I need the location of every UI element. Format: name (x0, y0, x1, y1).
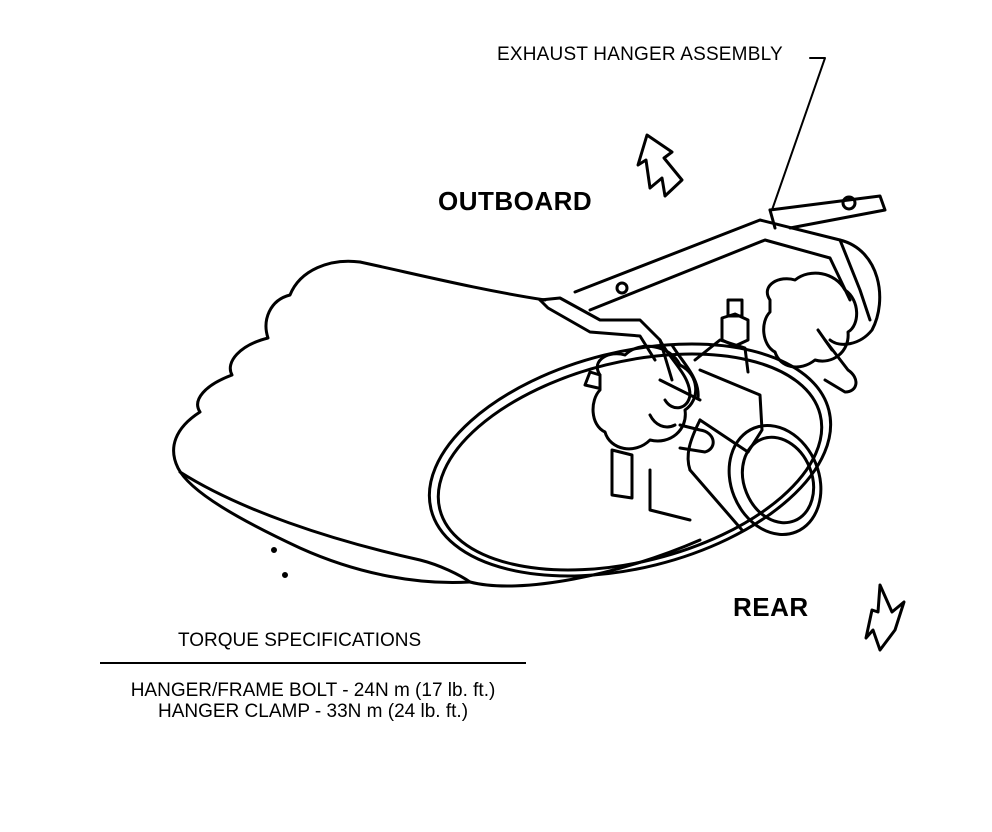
torque-divider (100, 662, 526, 664)
rear-label: REAR (733, 592, 809, 622)
hanger-rod (658, 338, 700, 410)
outboard-arrow-icon (636, 133, 684, 198)
hanger-clamp (610, 298, 764, 522)
callout-leader-line (771, 57, 826, 211)
muffler-body (172, 259, 833, 588)
right-isolator (762, 271, 859, 394)
hanger-bracket (538, 194, 887, 382)
rear-arrow-icon (864, 583, 906, 652)
exhaust-pipe (686, 418, 823, 536)
outboard-label: OUTBOARD (438, 186, 593, 216)
torque-title: TORQUE SPECIFICATIONS (178, 630, 422, 651)
left-isolator (583, 344, 715, 454)
torque-line-hanger-clamp: HANGER CLAMP - 33N m (24 lb. ft.) (157, 701, 469, 722)
exhaust-hanger-assembly-label: EXHAUST HANGER ASSEMBLY (497, 44, 783, 65)
torque-line-hanger-frame-bolt: HANGER/FRAME BOLT - 24N m (17 lb. ft.) (130, 680, 496, 701)
